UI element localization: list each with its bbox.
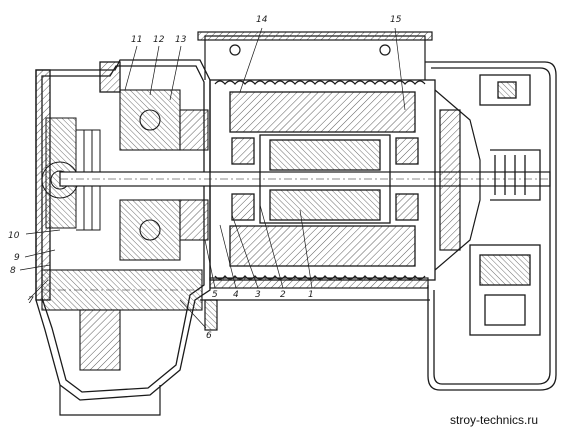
callout-10: 10 (8, 231, 20, 241)
callout-9: 9 (14, 253, 20, 263)
callout-2: 2 (280, 290, 286, 300)
callout-12: 12 (153, 35, 165, 45)
callout-5: 5 (212, 290, 218, 300)
gear-train (41, 89, 209, 371)
top-mount-bracket (197, 31, 433, 80)
callout-3: 3 (255, 290, 261, 300)
main-shaft (59, 171, 551, 187)
callout-7: 7 (28, 296, 34, 306)
leader-lines (19, 27, 406, 329)
callout-15: 15 (390, 15, 402, 25)
control-box (425, 61, 557, 391)
callout-4: 4 (233, 290, 239, 300)
base-frame (59, 277, 430, 416)
callout-13: 13 (175, 35, 187, 45)
callout-6: 6 (206, 331, 212, 341)
callout-14: 14 (256, 15, 268, 25)
callout-8: 8 (10, 266, 16, 276)
callout-1: 1 (308, 290, 314, 300)
right-end-shield (434, 89, 481, 271)
motor-drum (209, 79, 436, 281)
callout-11: 11 (131, 35, 142, 45)
site-watermark: stroy-technics.ru (450, 413, 538, 427)
